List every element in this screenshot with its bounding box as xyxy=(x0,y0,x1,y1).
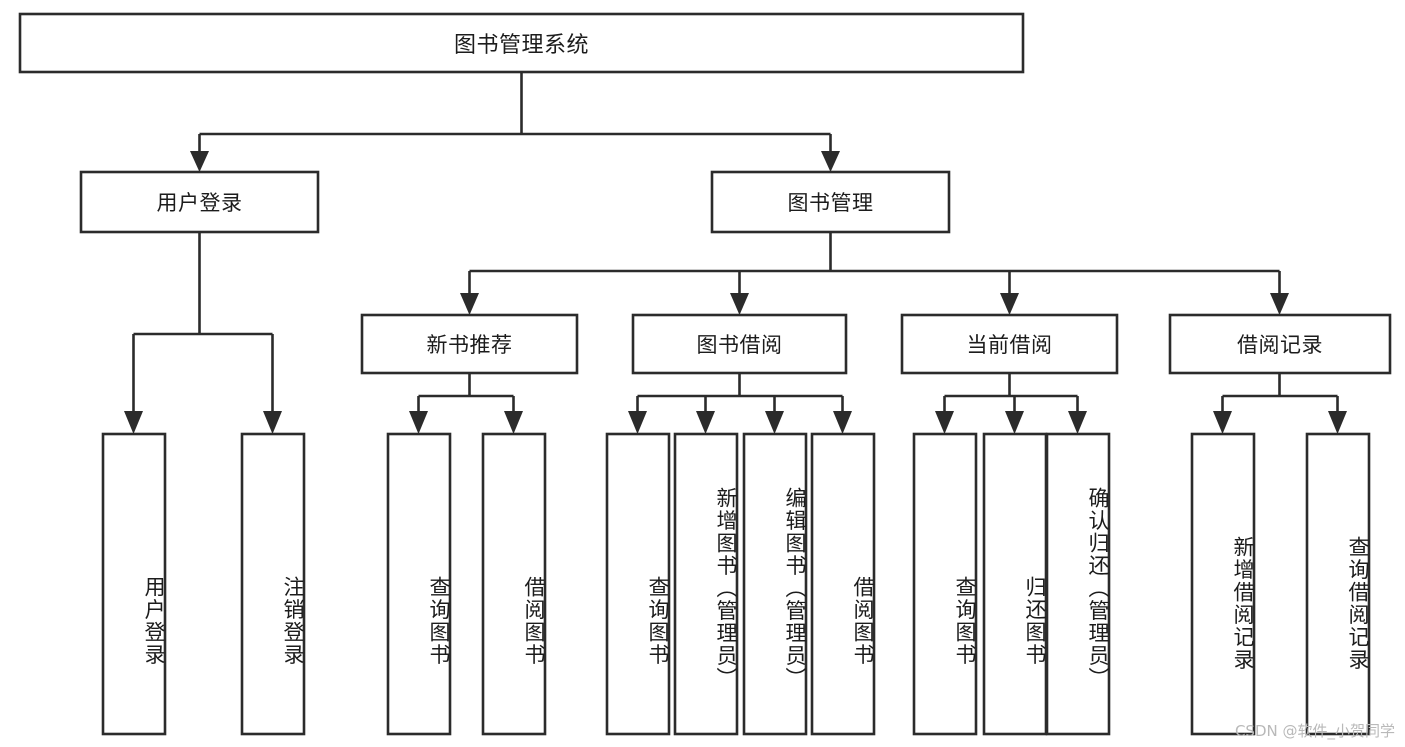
arrowhead-to-new-book xyxy=(460,293,479,315)
arrowhead-to-user-login xyxy=(190,151,209,172)
node-box-leaf-borrow-record-1[interactable] xyxy=(1190,432,1256,736)
arrowhead-to-current-borrow-leaf-1 xyxy=(935,411,954,434)
arrowhead-to-book-manage xyxy=(821,151,840,172)
box-layer xyxy=(18,12,1392,736)
node-box-leaf-current-borrow-1[interactable] xyxy=(912,432,978,736)
node-box-book-borrow[interactable] xyxy=(631,313,848,375)
arrowhead-to-user-login-leaf-2 xyxy=(263,411,282,434)
arrowhead-to-new-book-leaf-1 xyxy=(409,411,428,434)
node-box-borrow-record[interactable] xyxy=(1168,313,1392,375)
node-box-user-login[interactable] xyxy=(79,170,320,234)
node-box-root[interactable] xyxy=(18,12,1025,74)
arrowhead-to-current-borrow xyxy=(1000,293,1019,315)
node-box-leaf-user-login-1[interactable] xyxy=(101,432,167,736)
arrowhead-to-book-borrow-leaf-1 xyxy=(628,411,647,434)
arrowhead-to-book-borrow-leaf-4 xyxy=(833,411,852,434)
arrowhead-to-book-borrow xyxy=(730,293,749,315)
arrowhead-to-current-borrow-leaf-3 xyxy=(1068,411,1087,434)
node-box-leaf-book-borrow-2[interactable] xyxy=(673,432,739,736)
node-box-leaf-current-borrow-3[interactable] xyxy=(1045,432,1111,736)
node-box-leaf-new-book-1[interactable] xyxy=(386,432,452,736)
node-box-new-book-recommend[interactable] xyxy=(360,313,579,375)
arrowhead-to-book-borrow-leaf-2 xyxy=(696,411,715,434)
arrowhead-to-user-login-leaf-1 xyxy=(124,411,143,434)
connector-layer xyxy=(132,72,1339,413)
node-box-leaf-current-borrow-2[interactable] xyxy=(982,432,1048,736)
node-box-current-borrow[interactable] xyxy=(900,313,1119,375)
node-box-leaf-book-borrow-4[interactable] xyxy=(810,432,876,736)
arrowhead-to-book-borrow-leaf-3 xyxy=(765,411,784,434)
node-box-leaf-book-borrow-3[interactable] xyxy=(742,432,808,736)
node-box-leaf-user-login-2[interactable] xyxy=(240,432,306,736)
node-box-book-manage[interactable] xyxy=(710,170,951,234)
arrowhead-to-current-borrow-leaf-2 xyxy=(1005,411,1024,434)
arrowhead-to-borrow-record-leaf-2 xyxy=(1328,411,1347,434)
arrowhead-layer xyxy=(124,151,1347,434)
node-box-leaf-borrow-record-2[interactable] xyxy=(1305,432,1371,736)
arrowhead-to-borrow-record-leaf-1 xyxy=(1213,411,1232,434)
node-box-leaf-new-book-2[interactable] xyxy=(481,432,547,736)
arrowhead-to-new-book-leaf-2 xyxy=(504,411,523,434)
node-box-leaf-book-borrow-1[interactable] xyxy=(605,432,671,736)
arrowhead-to-borrow-record xyxy=(1270,293,1289,315)
